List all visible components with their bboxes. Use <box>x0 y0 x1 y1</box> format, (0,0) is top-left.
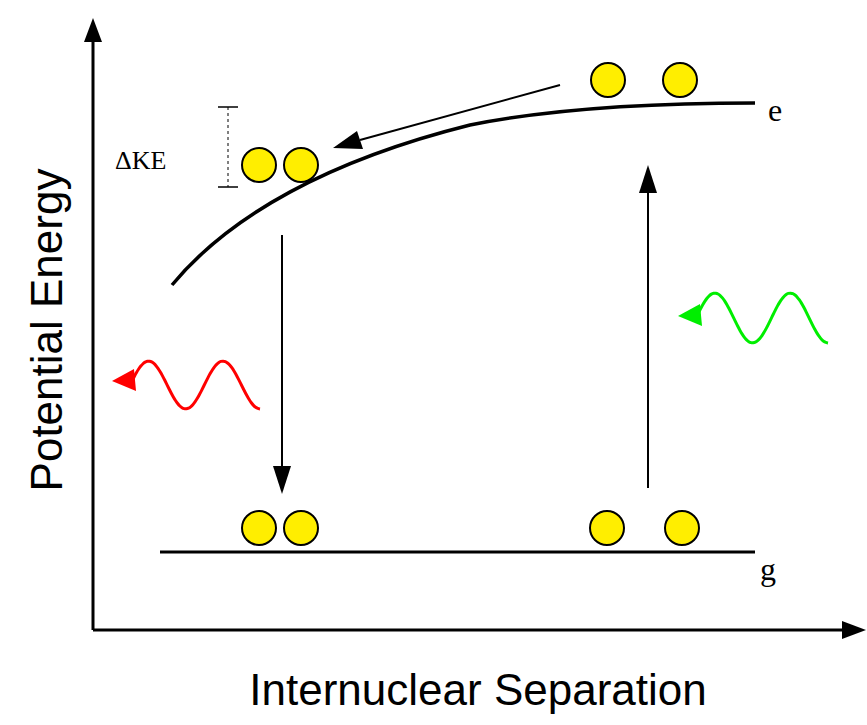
atom <box>591 63 625 97</box>
atom <box>284 148 318 182</box>
y-axis-head <box>84 18 102 42</box>
excited-state-curve <box>172 103 755 285</box>
axis-title: Potential Energy <box>25 169 69 492</box>
absorption-arrow-head <box>639 165 657 193</box>
atom <box>665 511 699 545</box>
atom <box>663 63 697 97</box>
state-label: g <box>760 553 776 585</box>
energy-label: ΔKE <box>115 148 166 174</box>
emission-arrow <box>281 235 283 466</box>
axis-title: Internuclear Separation <box>249 668 706 712</box>
atom <box>284 511 318 545</box>
acceleration-arrow-head <box>333 131 363 149</box>
absorption-arrow <box>647 192 649 488</box>
red-photon <box>130 361 260 409</box>
delta-ke-tick <box>218 106 238 108</box>
x-axis-head <box>842 621 866 639</box>
state-label: e <box>768 94 782 126</box>
atom <box>242 511 276 545</box>
atoms <box>242 63 699 545</box>
acceleration-arrow <box>360 85 560 140</box>
x-axis <box>93 629 842 632</box>
ground-state-line <box>160 551 755 554</box>
delta-ke-bracket <box>228 107 229 187</box>
y-axis <box>92 40 95 630</box>
emission-arrow-head <box>273 466 291 494</box>
green-photon <box>696 293 828 343</box>
delta-ke-tick <box>218 186 238 188</box>
atom <box>590 511 624 545</box>
atom <box>242 148 276 182</box>
